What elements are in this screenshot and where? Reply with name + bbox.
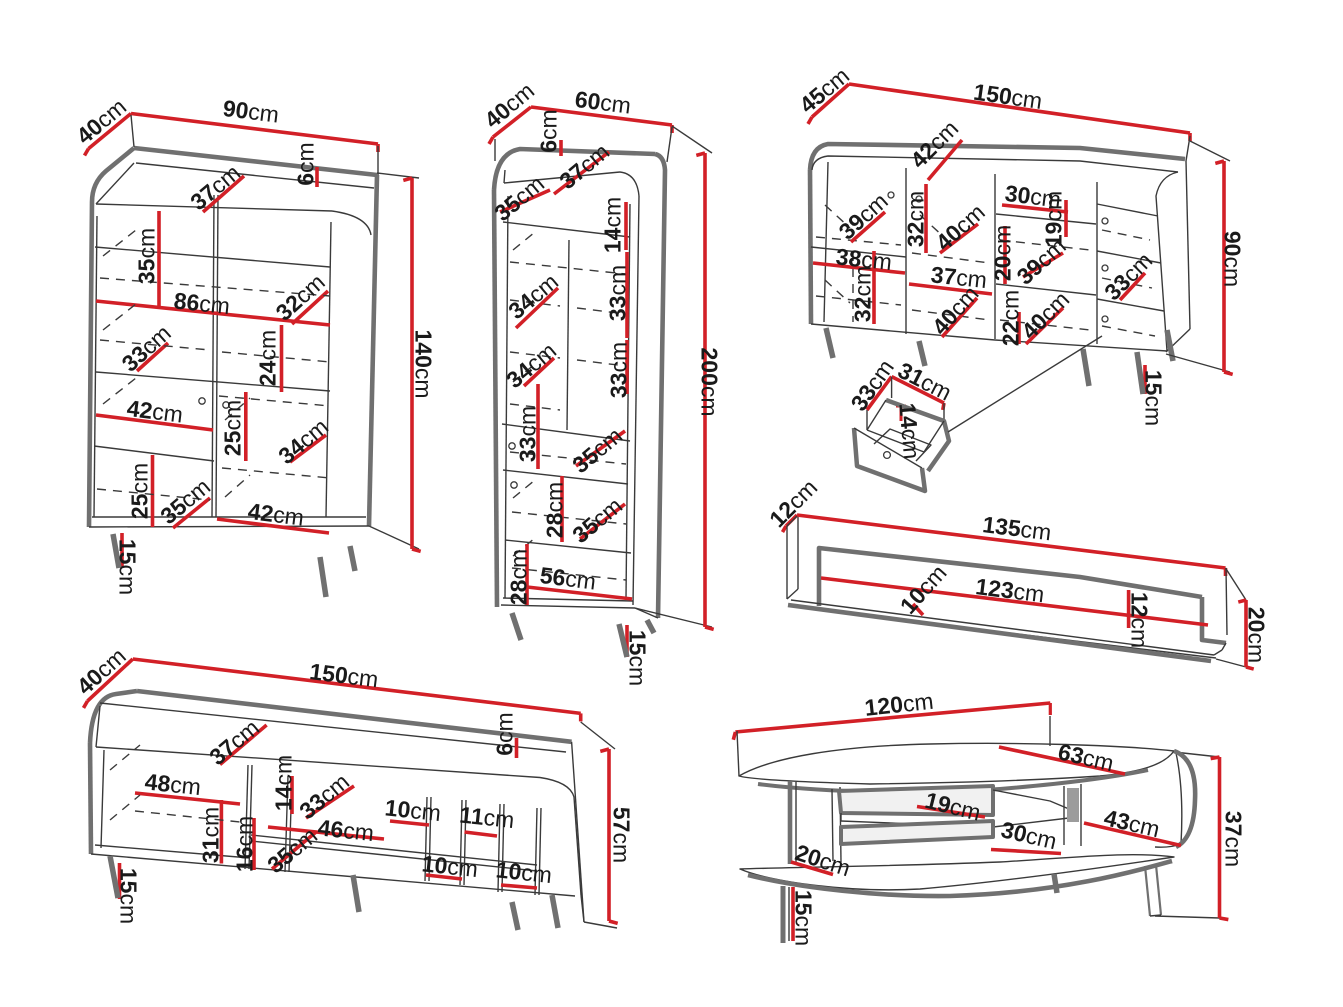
svg-text:86cm: 86cm xyxy=(173,287,232,319)
svg-text:35cm: 35cm xyxy=(133,228,159,284)
svg-text:19cm: 19cm xyxy=(922,787,983,826)
svg-text:120cm: 120cm xyxy=(863,688,934,721)
svg-text:37cm: 37cm xyxy=(930,261,989,293)
svg-text:90cm: 90cm xyxy=(221,95,280,128)
svg-text:32cm: 32cm xyxy=(849,266,875,322)
svg-text:60cm: 60cm xyxy=(573,86,632,119)
svg-text:38cm: 38cm xyxy=(835,243,894,275)
svg-text:135cm: 135cm xyxy=(981,511,1053,545)
svg-text:14cm: 14cm xyxy=(894,402,925,460)
svg-text:90cm: 90cm xyxy=(1220,231,1246,287)
svg-text:150cm: 150cm xyxy=(308,658,380,692)
svg-text:33cm: 33cm xyxy=(604,265,630,321)
svg-text:123cm: 123cm xyxy=(974,573,1046,607)
svg-text:14cm: 14cm xyxy=(270,755,296,811)
svg-text:20cm: 20cm xyxy=(792,839,854,881)
svg-text:20cm: 20cm xyxy=(1244,607,1270,663)
svg-text:15cm: 15cm xyxy=(1141,370,1167,426)
svg-text:150cm: 150cm xyxy=(972,79,1044,114)
svg-text:57cm: 57cm xyxy=(609,807,635,863)
svg-text:15cm: 15cm xyxy=(115,539,141,595)
svg-text:15cm: 15cm xyxy=(791,890,817,946)
svg-text:28cm: 28cm xyxy=(541,482,567,538)
svg-text:15cm: 15cm xyxy=(116,868,142,924)
svg-text:6cm: 6cm xyxy=(535,109,561,152)
svg-text:33cm: 33cm xyxy=(605,342,631,398)
svg-text:25cm: 25cm xyxy=(219,400,245,456)
svg-text:37cm: 37cm xyxy=(1221,811,1247,867)
svg-text:6cm: 6cm xyxy=(292,142,318,185)
svg-text:32cm: 32cm xyxy=(902,191,928,247)
svg-text:10cm: 10cm xyxy=(495,856,554,888)
svg-text:46cm: 46cm xyxy=(317,814,376,846)
svg-text:25cm: 25cm xyxy=(126,463,152,519)
svg-text:28cm: 28cm xyxy=(505,549,531,605)
svg-text:31cm: 31cm xyxy=(197,807,223,863)
svg-text:6cm: 6cm xyxy=(491,712,517,755)
svg-text:15cm: 15cm xyxy=(625,630,651,686)
svg-text:11cm: 11cm xyxy=(458,801,515,833)
svg-text:24cm: 24cm xyxy=(254,330,280,386)
svg-text:42cm: 42cm xyxy=(125,395,184,428)
svg-text:12cm: 12cm xyxy=(1127,592,1153,648)
svg-text:10cm: 10cm xyxy=(421,850,480,882)
svg-text:14cm: 14cm xyxy=(599,197,625,253)
svg-text:22cm: 22cm xyxy=(997,290,1023,346)
svg-text:20cm: 20cm xyxy=(989,225,1015,281)
svg-text:42cm: 42cm xyxy=(246,498,305,531)
svg-text:48cm: 48cm xyxy=(144,768,203,800)
svg-text:16cm: 16cm xyxy=(231,816,257,872)
svg-text:33cm: 33cm xyxy=(514,406,540,462)
svg-text:19cm: 19cm xyxy=(1040,191,1066,247)
svg-text:10cm: 10cm xyxy=(384,794,443,826)
svg-text:200cm: 200cm xyxy=(697,347,723,416)
svg-text:56cm: 56cm xyxy=(538,562,597,595)
svg-text:140cm: 140cm xyxy=(411,329,437,398)
svg-text:30cm: 30cm xyxy=(1003,180,1062,213)
